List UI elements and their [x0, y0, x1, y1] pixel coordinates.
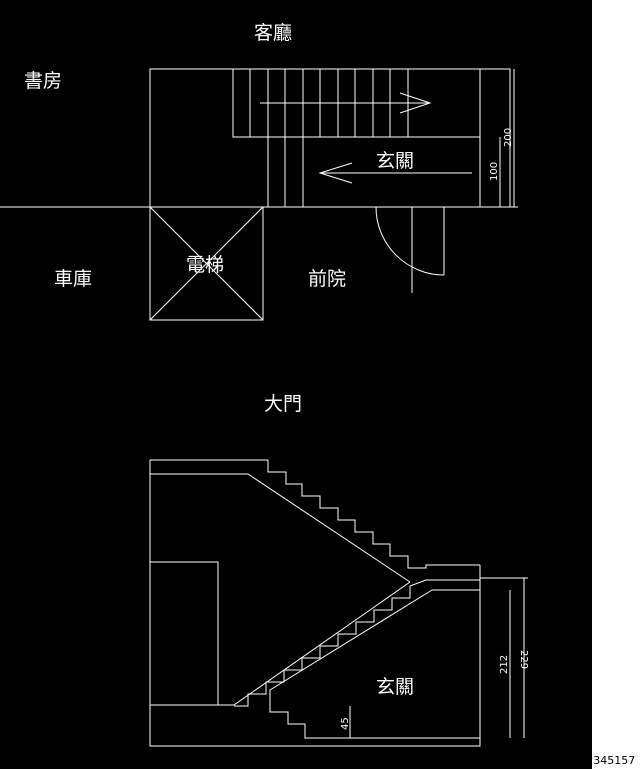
lower-stair-underside — [269, 589, 433, 705]
lower-slab-line — [150, 581, 411, 706]
lower-stair-steps — [234, 579, 480, 707]
garage-label: 車庫 — [54, 268, 92, 290]
elevator-label: 電梯 — [186, 254, 224, 276]
front-yard-label: 前院 — [308, 268, 346, 290]
floor-plan: 客廳 書房 玄關 電梯 車庫 前院 200 100 — [0, 22, 518, 321]
study-label: 書房 — [24, 70, 62, 92]
section-outline — [149, 460, 481, 747]
upper-slab-line — [150, 473, 411, 583]
dimension-229: 229 — [518, 650, 529, 669]
stair-treads-lower — [284, 137, 304, 207]
dimension-212: 212 — [499, 655, 510, 674]
elevator-box — [149, 206, 264, 321]
section-foyer-label: 玄關 — [376, 676, 414, 698]
watermark: #345157 — [584, 754, 635, 767]
bottom-steps — [269, 705, 480, 739]
main-door-label: 大門 — [264, 393, 302, 415]
stair-up-arrow — [260, 92, 432, 114]
dimension-lines — [495, 69, 518, 208]
section-dimension-lines — [349, 577, 528, 738]
door-opening — [150, 561, 219, 705]
house-outline — [149, 68, 511, 208]
dimension-45: 45 — [340, 717, 351, 730]
living-room-label: 客廳 — [254, 22, 292, 44]
dimension-100: 100 — [489, 162, 500, 181]
drawing-canvas — [0, 0, 592, 769]
entrance-door — [375, 206, 445, 293]
dimension-200: 200 — [503, 128, 514, 147]
stair-down-arrow — [318, 162, 472, 184]
stair-section: 大門 玄關 212 229 45 — [149, 393, 529, 747]
foyer-label: 玄關 — [376, 150, 414, 172]
stair-run-upper — [232, 69, 480, 138]
upper-stair-steps — [267, 460, 480, 569]
